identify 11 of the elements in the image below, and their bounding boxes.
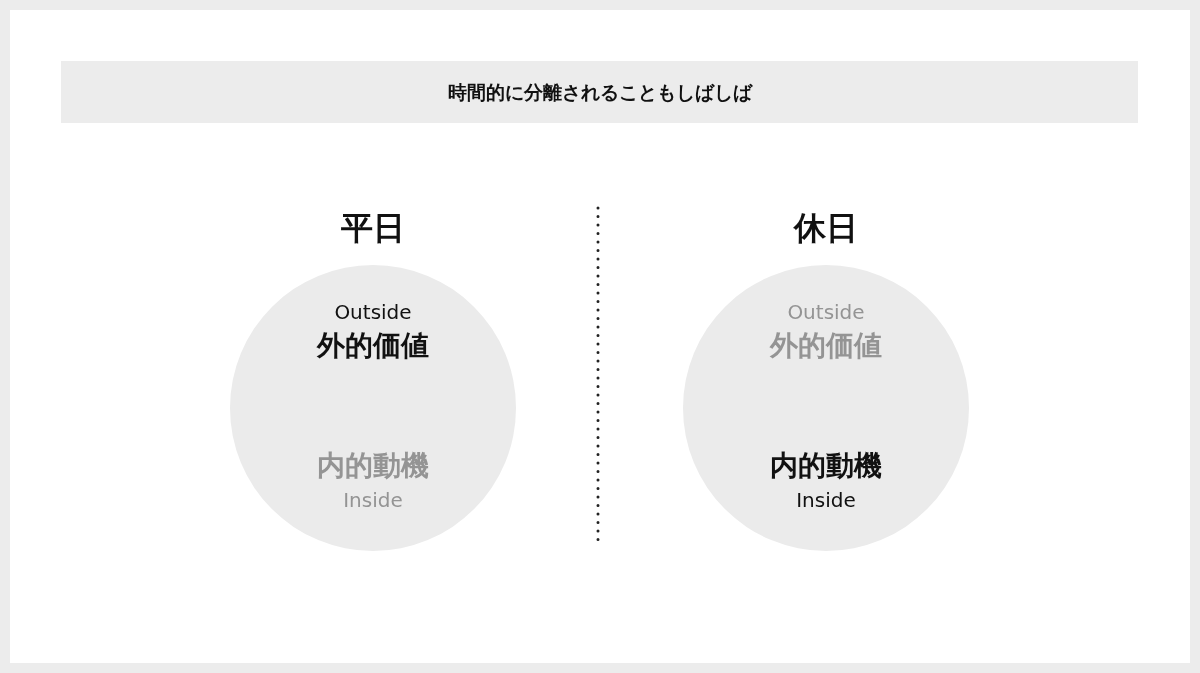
label: Outside — [786, 299, 866, 325]
label: 外的価値 — [315, 328, 430, 364]
label: 内的動機 — [316, 448, 430, 484]
label: Outside — [333, 299, 413, 325]
heading: 平日 — [340, 208, 406, 248]
title: 時間的に分離されることもしばしば — [446, 80, 754, 105]
heading: 休日 — [792, 208, 859, 248]
label: Inside — [795, 487, 857, 513]
label: 外的価値 — [768, 328, 883, 364]
label: 内的動機 — [769, 448, 883, 484]
label: Inside — [342, 487, 404, 513]
